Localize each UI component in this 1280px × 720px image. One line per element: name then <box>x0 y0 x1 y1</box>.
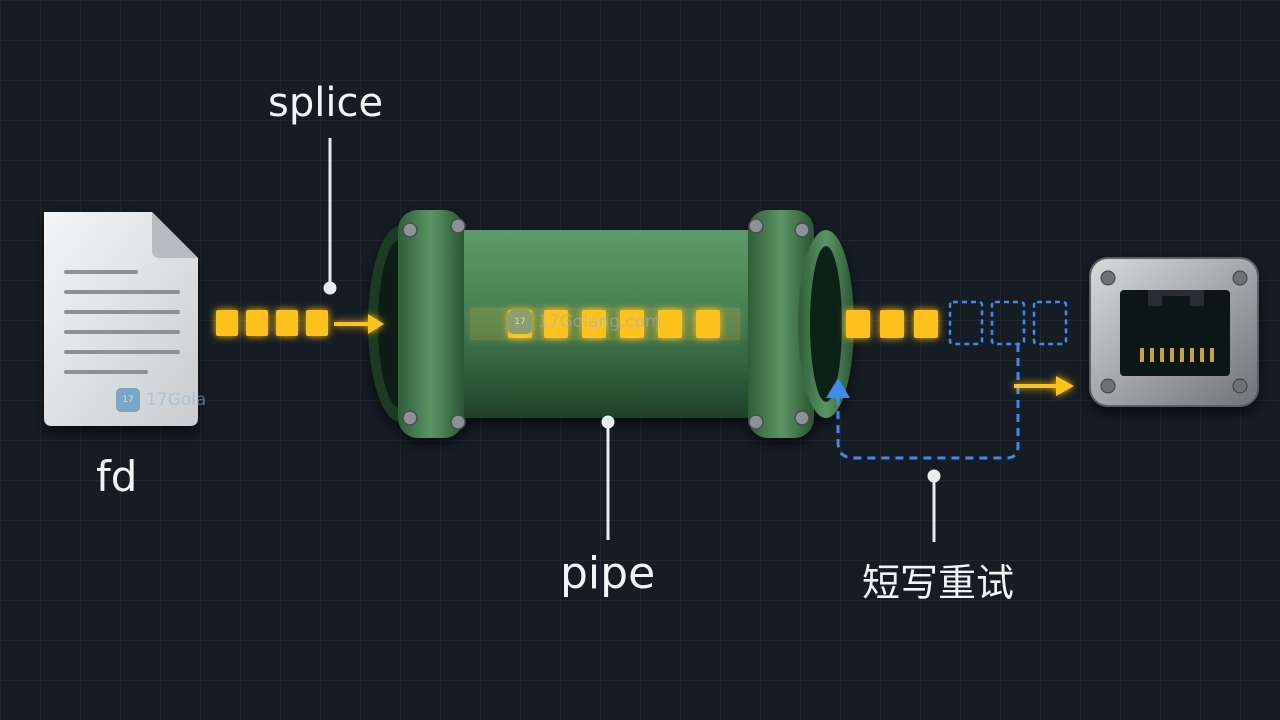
retry-block <box>1032 300 1068 346</box>
watermark: 17 17Golang.com <box>508 310 662 334</box>
watermark-logo-icon: 17 <box>116 388 140 412</box>
splice-label: splice <box>268 80 384 126</box>
data-block <box>658 310 682 338</box>
data-block <box>696 310 720 338</box>
data-block <box>914 310 938 338</box>
data-block <box>582 310 606 338</box>
splice-leader-dot <box>323 281 337 295</box>
data-block <box>544 310 568 338</box>
retry-blocks <box>948 300 1068 346</box>
pipe-label: pipe <box>560 548 656 599</box>
pipe-icon <box>368 210 854 438</box>
data-block <box>306 310 328 336</box>
input-arrow-icon <box>334 314 384 334</box>
fd-label: fd <box>96 452 138 501</box>
pipe-leader-dot <box>601 415 615 429</box>
data-block <box>880 310 904 338</box>
data-block <box>216 310 238 336</box>
short-write-retry-label: 短写重试 <box>862 561 1015 605</box>
output-arrow-icon <box>1014 376 1074 396</box>
retry-loop-path <box>836 344 1020 460</box>
data-block <box>276 310 298 336</box>
retry-block <box>990 300 1026 346</box>
data-stream-in <box>216 310 328 336</box>
data-block <box>846 310 870 338</box>
ethernet-port-icon <box>1089 257 1259 407</box>
watermark-logo-icon: 17 <box>508 310 532 334</box>
retry-block <box>948 300 984 346</box>
data-block <box>246 310 268 336</box>
data-block <box>620 310 644 338</box>
data-stream-out <box>846 310 938 338</box>
watermark: 17 17Gola <box>116 388 206 412</box>
retry-leader-dot <box>927 469 941 483</box>
retry-arrow-icon <box>826 378 850 398</box>
watermark-text: 17Golang.com <box>538 312 662 332</box>
watermark-text: 17Gola <box>146 390 207 410</box>
file-document-icon <box>44 212 198 426</box>
